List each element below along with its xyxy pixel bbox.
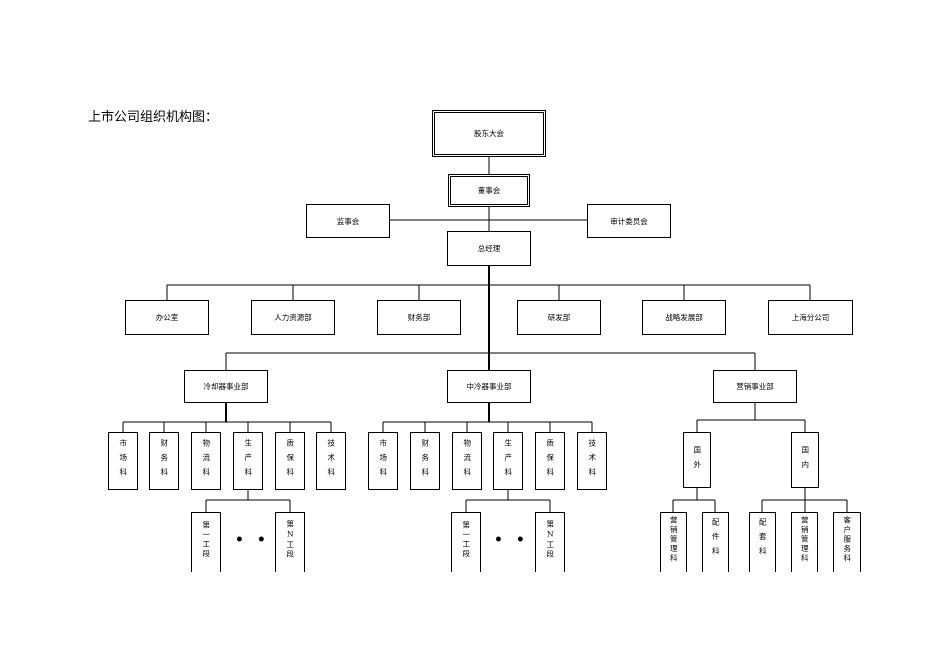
domestic-customer-service: 客户服务科: [833, 512, 861, 572]
d2-section-quality: 质保科: [535, 432, 565, 490]
division-sales: 营销事业部: [713, 370, 797, 403]
dept-hr: 人力资源部: [251, 300, 335, 335]
d2-section-production: 生产科: [493, 432, 523, 490]
d1-section-production: 生产科: [233, 432, 263, 490]
dept-finance: 财务部: [377, 300, 461, 335]
d2-ellipsis: • • •: [494, 532, 551, 548]
d2-workshop-nth: 第N工段: [535, 512, 565, 572]
domestic-oem: 配套科: [749, 512, 776, 572]
d1-workshop-first: 第一工段: [191, 512, 221, 572]
shareholders-box: 股东大会: [432, 110, 546, 157]
dept-office: 办公室: [125, 300, 209, 335]
page-title: 上市公司组织机构图：: [88, 110, 219, 125]
d1-section-quality: 质保科: [275, 432, 305, 490]
division-cooler: 冷却器事业部: [184, 370, 268, 403]
dept-rnd: 研发部: [517, 300, 601, 335]
foreign-marketing-mgmt: 营销管理科: [660, 512, 687, 572]
d2-section-finance: 财务科: [410, 432, 440, 490]
board-box: 董事会: [448, 174, 530, 207]
d2-section-market: 市场科: [368, 432, 398, 490]
sales-foreign: 国外: [683, 432, 711, 488]
dept-shanghai-branch: 上海分公司: [768, 300, 853, 335]
sales-domestic: 国内: [791, 432, 819, 488]
d2-workshop-first: 第一工段: [451, 512, 481, 572]
d1-workshop-nth: 第N工段: [275, 512, 305, 572]
d1-ellipsis: • • •: [235, 532, 292, 548]
d1-section-finance: 财务科: [149, 432, 179, 490]
d1-section-tech: 技术科: [316, 432, 346, 490]
d2-section-logistics: 物流科: [452, 432, 482, 490]
d1-section-logistics: 物流科: [191, 432, 221, 490]
dept-strategy: 战略发展部: [642, 300, 726, 335]
foreign-parts: 配件科: [702, 512, 729, 572]
supervisors-box: 监事会: [306, 204, 390, 238]
audit-committee-box: 审计委员会: [587, 204, 671, 238]
d1-section-market: 市场科: [108, 432, 138, 490]
domestic-marketing-mgmt: 营销管理科: [791, 512, 818, 572]
general-manager-box: 总经理: [447, 231, 531, 266]
d2-section-tech: 技术科: [577, 432, 607, 490]
division-intercooler: 中冷器事业部: [447, 370, 531, 403]
